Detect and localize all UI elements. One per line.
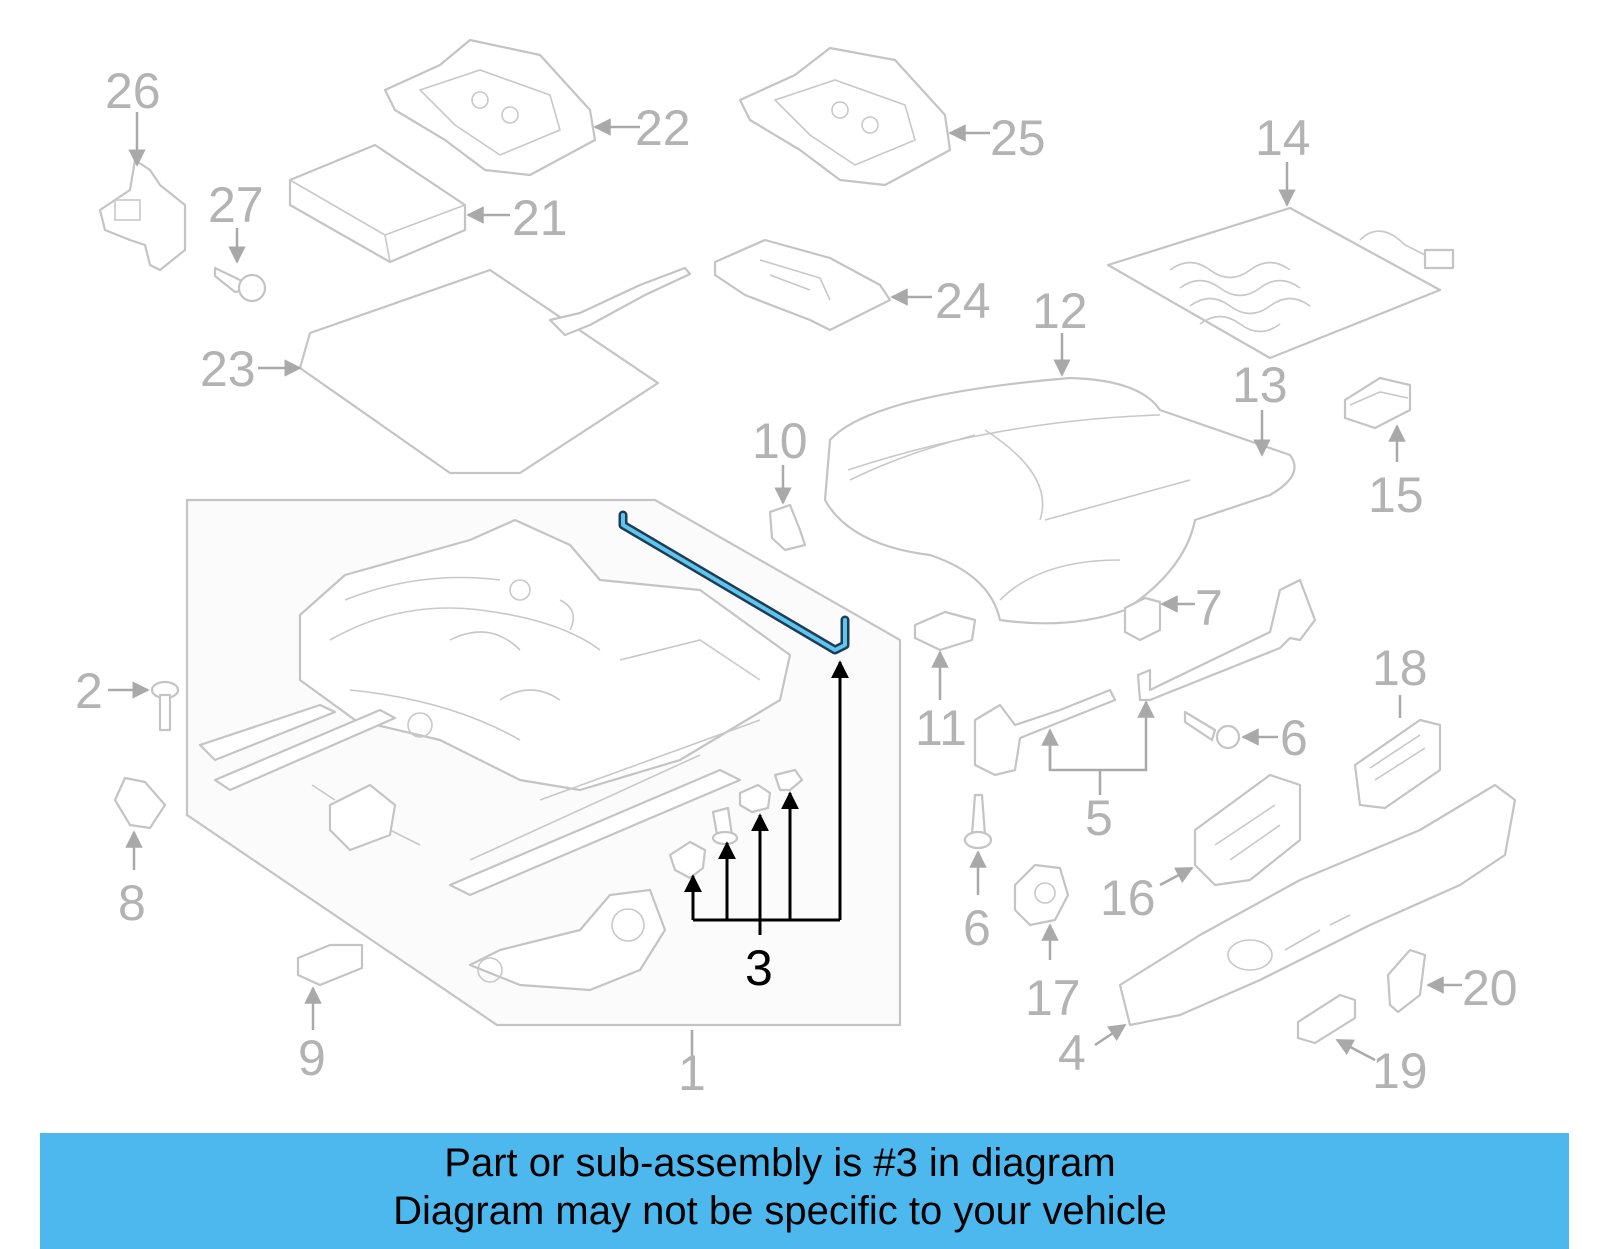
label-10: 10 <box>752 413 808 469</box>
part-23-heater-mat: 23 <box>200 266 692 475</box>
part-3-wire-rod: 3 <box>618 510 850 996</box>
label-11: 11 <box>915 700 967 756</box>
label-13: 13 <box>1232 357 1288 413</box>
label-4: 4 <box>1058 1025 1086 1081</box>
label-24: 24 <box>935 273 991 329</box>
label-14: 14 <box>1255 110 1311 166</box>
part-21-control-unit: 21 <box>288 143 568 264</box>
part-16-switch-module: 16 <box>1100 773 1302 926</box>
motor-large <box>468 888 667 992</box>
motor-small <box>311 783 421 852</box>
part-27-screw: 27 <box>208 177 267 303</box>
part-13-label-group: 13 <box>1232 357 1288 457</box>
label-8: 8 <box>118 875 146 931</box>
label-20: 20 <box>1462 960 1518 1016</box>
label-9: 9 <box>298 1030 326 1086</box>
label-27: 27 <box>208 177 264 233</box>
label-21: 21 <box>512 190 568 246</box>
part-12-seat-cushion: 12 <box>823 283 1296 625</box>
label-19: 19 <box>1372 1043 1428 1099</box>
part-17-switch: 17 <box>1013 863 1081 1026</box>
part-10-clip: 10 <box>752 413 808 552</box>
part-18-switch: 18 <box>1353 640 1442 810</box>
banner-line-1: Part or sub-assembly is #3 in diagram <box>444 1141 1116 1185</box>
label-22: 22 <box>635 100 691 156</box>
part-15-connector: 15 <box>1343 376 1424 523</box>
part-4-side-trim: 4 <box>1058 783 1517 1081</box>
part-6-screw-upper: 6 <box>1183 710 1308 766</box>
label-1: 1 <box>678 1045 706 1101</box>
label-2: 2 <box>75 663 103 719</box>
part-14-heater-pad: 14 <box>1106 110 1455 360</box>
part-22-module: 22 <box>383 38 691 177</box>
part-25-module: 25 <box>738 46 1046 187</box>
label-17: 17 <box>1025 970 1081 1026</box>
label-18: 18 <box>1372 640 1428 696</box>
label-23: 23 <box>200 341 256 397</box>
part-5-wire-harness: 5 <box>973 578 1317 846</box>
part-19-knob: 19 <box>1296 993 1428 1099</box>
label-12: 12 <box>1032 283 1088 339</box>
part-2-bolt: 2 <box>75 663 180 732</box>
part-20-knob: 20 <box>1386 948 1518 1016</box>
info-banner: Part or sub-assembly is #3 in diagram Di… <box>40 1133 1569 1249</box>
banner-line-2: Diagram may not be specific to your vehi… <box>393 1189 1167 1233</box>
part-9-cap: 9 <box>296 943 364 1086</box>
label-7: 7 <box>1195 580 1223 636</box>
label-26: 26 <box>105 63 161 119</box>
part-24-module: 24 <box>713 238 991 332</box>
label-6b: 6 <box>963 900 991 956</box>
part-26-bracket: 26 <box>98 63 187 272</box>
part-8-clip: 8 <box>113 776 167 931</box>
label-16: 16 <box>1100 870 1156 926</box>
part-1-label-group: 1 <box>678 1030 706 1101</box>
label-25: 25 <box>990 110 1046 166</box>
label-6a: 6 <box>1280 710 1308 766</box>
part-1-seat-track-assembly <box>185 498 902 1027</box>
label-3: 3 <box>745 940 773 996</box>
label-15: 15 <box>1368 467 1424 523</box>
part-6-screw-lower: 6 <box>963 793 993 956</box>
label-5: 5 <box>1085 790 1113 846</box>
part-11-cap: 11 <box>913 610 977 756</box>
part-7-clip: 7 <box>1123 580 1223 642</box>
